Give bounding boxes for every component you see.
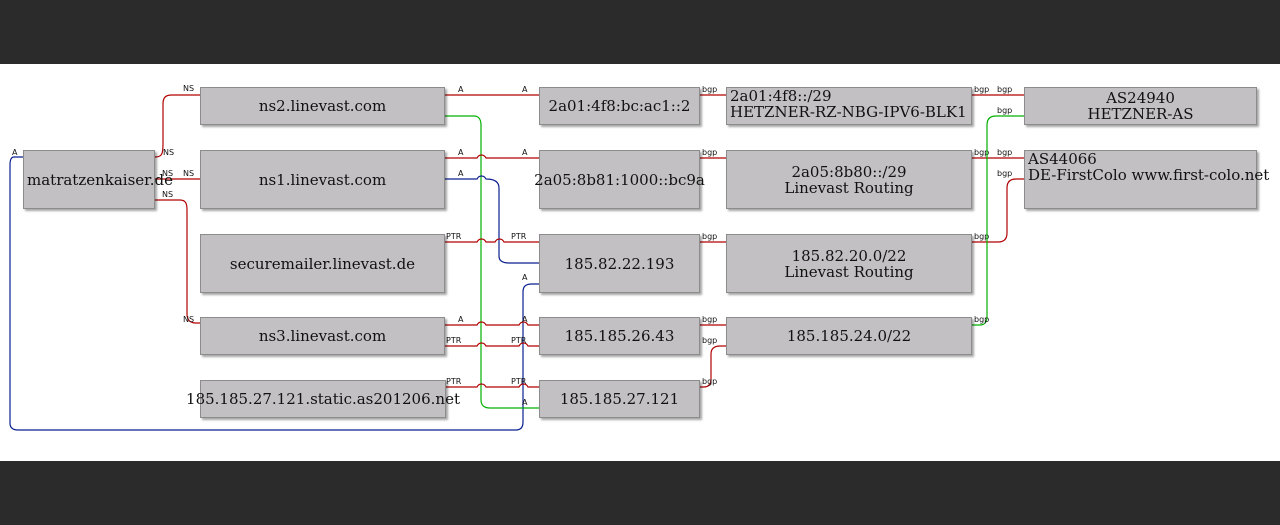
label-ptr-mailer-b: PTR — [511, 232, 527, 241]
edge-a-ns1-v4 — [445, 175, 539, 264]
edge-a-domain — [9, 156, 539, 431]
node-ns2[interactable]: ns2.linevast.com — [200, 87, 445, 125]
node-ns3[interactable]: ns3.linevast.com — [200, 317, 445, 355]
node-prefix-2a05-8b80[interactable]: 2a05:8b80::/29 Linevast Routing — [726, 150, 972, 209]
label-bgp-ip4c-a: bgp — [702, 336, 717, 345]
label-a-ns3-b: A — [522, 315, 528, 324]
node-ns1[interactable]: ns1.linevast.com — [200, 150, 445, 209]
label-a-ns1-c: A — [458, 169, 464, 178]
label-bgp-ip4c-b: bgp — [702, 377, 717, 386]
label-bgp-ip6a: bgp — [702, 85, 717, 94]
graph-canvas: NS NS NS NS NS NS A A A A A A PTR PTR A A PTR PTR PTR PTR A A… — [0, 64, 1280, 461]
node-as44066[interactable]: AS44066 DE-FirstColo www.first-colo.net — [1024, 150, 1269, 209]
label-bgp-pfx6a-b: bgp — [997, 85, 1012, 94]
label-ptr-mailer-a: PTR — [446, 232, 462, 241]
node-as24940[interactable]: AS24940 HETZNER-AS — [1024, 87, 1257, 125]
label-a-ns1-a: A — [458, 148, 464, 157]
label-ns-ns2-b: NS — [163, 148, 174, 157]
edge-bgp-ip4c — [700, 345, 726, 388]
edge-bgp-pfx4a — [972, 178, 1024, 243]
label-bgp-ip4a: bgp — [702, 232, 717, 241]
label-ns-ns3-a: NS — [162, 190, 173, 199]
edge-ns-ns3 — [155, 199, 200, 324]
edge-ptr-mailer — [445, 238, 539, 243]
label-ptr-ns3-b: PTR — [511, 336, 527, 345]
label-ns-ns3-b: NS — [183, 315, 194, 324]
node-prefix-185-82-20[interactable]: 185.82.20.0/22 Linevast Routing — [726, 234, 972, 293]
edge-a-ns3 — [445, 321, 539, 326]
label-bgp-ip4b: bgp — [702, 315, 717, 324]
edge-ns-ns2 — [154, 94, 200, 158]
label-ns-ns1-a: NS — [162, 169, 173, 178]
edge-a-ns2-v4 — [445, 115, 539, 409]
label-a-domain: A — [12, 148, 18, 157]
node-securemailer[interactable]: securemailer.linevast.de — [200, 234, 445, 293]
label-bgp-pfx4b-b: bgp — [997, 106, 1012, 115]
node-ptr-185-185-27-121[interactable]: 185.185.27.121.static.as201206.net — [186, 380, 460, 418]
label-a-ns1-b: A — [522, 148, 528, 157]
label-a-ns2-b: A — [522, 85, 528, 94]
label-ptr-121-a: PTR — [446, 377, 462, 386]
node-domain[interactable]: matratzenkaiser.de — [23, 150, 173, 209]
node-prefix-2a01-4f8[interactable]: 2a01:4f8::/29 HETZNER-RZ-NBG-IPV6-BLK1 — [726, 87, 972, 125]
edges-layer: NS NS NS NS NS NS A A A A A A PTR PTR A A PTR PTR PTR PTR A A… — [9, 84, 1024, 431]
label-ns-ns1-b: NS — [183, 169, 194, 178]
edge-ptr-121 — [445, 383, 539, 388]
label-bgp-pfx4a-a: bgp — [974, 232, 989, 241]
node-ip4-185-185-26-43[interactable]: 185.185.26.43 — [539, 317, 700, 355]
edge-ptr-ns3 — [445, 342, 539, 347]
edge-a-ns1 — [445, 154, 539, 159]
node-ip6-hetzner[interactable]: 2a01:4f8:bc:ac1::2 — [539, 87, 700, 125]
label-ptr-ns3-a: PTR — [446, 336, 462, 345]
label-bgp-pfx6b-b: bgp — [997, 148, 1012, 157]
label-ptr-121-b: PTR — [511, 377, 527, 386]
label-a-121-d: A — [522, 273, 528, 282]
label-ns-ns2-a: NS — [183, 84, 194, 93]
node-ip6-linevast[interactable]: 2a05:8b81:1000::bc9a — [534, 150, 705, 209]
label-a-ns2-a: A — [458, 85, 464, 94]
edge-bgp-pfx4b — [972, 115, 1024, 326]
node-ip4-185-82-22-193[interactable]: 185.82.22.193 — [539, 234, 700, 293]
node-prefix-185-185-24[interactable]: 185.185.24.0/22 — [726, 317, 972, 355]
label-a-121-c: A — [522, 398, 528, 407]
label-bgp-pfx4a-b: bgp — [997, 169, 1012, 178]
label-bgp-pfx4b-a: bgp — [974, 315, 989, 324]
label-a-ns3-a: A — [458, 315, 464, 324]
label-bgp-pfx6a-a: bgp — [974, 85, 989, 94]
node-ip4-185-185-27-121[interactable]: 185.185.27.121 — [539, 380, 700, 418]
label-bgp-ip6b: bgp — [702, 148, 717, 157]
label-bgp-pfx6b-a: bgp — [974, 148, 989, 157]
